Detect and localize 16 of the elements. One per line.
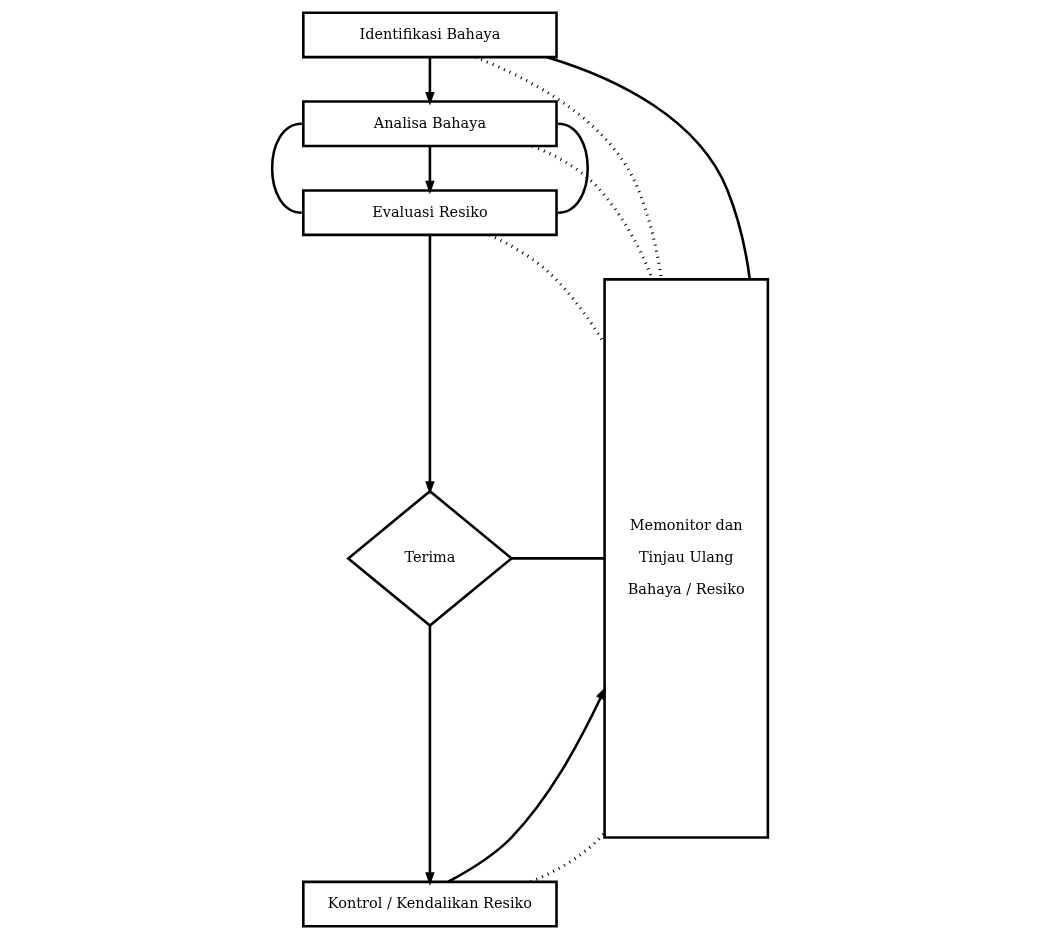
node-box: Memonitor dan Tinjau Ulang Bahaya / Resiko: [602, 278, 769, 839]
arrow: [424, 146, 435, 195]
connector: [557, 122, 589, 214]
connector: [529, 832, 606, 884]
node-box: Identifikasi Bahaya: [301, 11, 558, 59]
node-box: Kontrol / Kendalikan Resiko: [301, 880, 558, 928]
connector: [511, 557, 605, 560]
node-box: Analisa Bahaya: [301, 100, 558, 148]
arrow: [424, 57, 435, 106]
arrow: [424, 234, 435, 495]
node-box: Evaluasi Resiko: [301, 189, 558, 237]
connector: [270, 122, 302, 214]
arrow: [447, 686, 606, 883]
connector: [546, 56, 751, 280]
arrow: [424, 625, 435, 886]
node-diamond: Terima: [345, 489, 514, 628]
